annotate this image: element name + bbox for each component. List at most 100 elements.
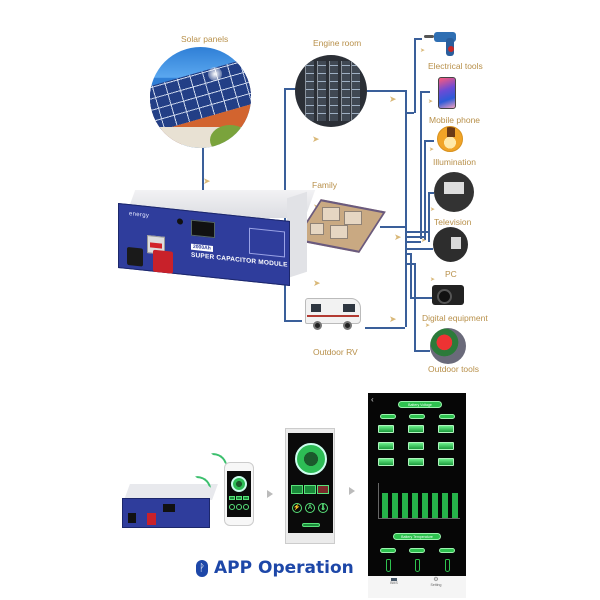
- super-capacitor-module-small: [122, 484, 218, 532]
- branch-pc: [405, 248, 433, 250]
- app-tab-bar: BMS ⚙ Setting: [368, 576, 466, 598]
- solar-panel-icon: [150, 47, 251, 148]
- chart-axis: [378, 483, 379, 518]
- battery-voltage-header: Battery Voltage: [398, 401, 442, 408]
- battery-cell: [378, 442, 394, 450]
- connector-to-rv: [284, 320, 302, 322]
- branch-outdoor-h: [414, 350, 430, 352]
- tab-setting-label: Setting: [430, 583, 442, 587]
- connector-family-out: [380, 226, 405, 228]
- device-label-pc: PC: [445, 269, 457, 279]
- app-battery-detail-screen: ‹ Battery Voltage Battery Temperature: [368, 393, 466, 583]
- chart-bar: [442, 493, 448, 518]
- battery-cell: [438, 442, 454, 450]
- reading-box: [317, 485, 329, 494]
- battery-icon: [391, 578, 397, 581]
- battery-cell: [408, 458, 424, 466]
- flow-arrow-icon: ➤: [389, 314, 397, 324]
- lamp-icon: [437, 126, 463, 152]
- branch-lamp-h: [424, 140, 434, 142]
- battery-cell: [408, 425, 424, 433]
- outdoor-tools-icon: [430, 328, 466, 364]
- solar-panels-label: Solar panels: [181, 34, 229, 44]
- chart-bar: [402, 493, 408, 518]
- voltage-button-icon[interactable]: ⚡: [292, 503, 302, 513]
- thermometer-icon: [445, 559, 450, 572]
- branch-lamp-v: [424, 140, 426, 240]
- knob-icon: [177, 218, 183, 225]
- flow-arrow-icon: ➤: [430, 207, 436, 213]
- gear-icon: ⚙: [433, 577, 439, 583]
- next-arrow-icon: [349, 487, 355, 495]
- model-badge: 2000Ah: [191, 243, 213, 252]
- chart-bar: [452, 493, 458, 518]
- rv-vehicle-icon: [303, 290, 365, 332]
- branch-camera-v: [410, 253, 412, 297]
- current-button[interactable]: A: [305, 503, 315, 513]
- device-label-illumination: Illumination: [433, 157, 476, 167]
- camera-icon: [432, 280, 464, 306]
- device-label-television: Television: [434, 217, 472, 227]
- tab-setting[interactable]: ⚙ Setting: [428, 577, 444, 587]
- scenario-label-engine-room: Engine room: [313, 38, 362, 48]
- device-label-outdoor-tools: Outdoor tools: [428, 364, 480, 374]
- back-chevron-icon[interactable]: ‹: [371, 395, 374, 404]
- television-icon: [434, 172, 474, 212]
- branch-tv-h: [428, 192, 434, 194]
- positive-terminal-icon: [153, 249, 173, 274]
- stat-pill: [409, 414, 425, 419]
- branch-phone-v: [420, 91, 422, 239]
- flow-arrow-icon: ➤: [313, 278, 321, 288]
- tab-bms[interactable]: BMS: [386, 578, 402, 585]
- branch-tools: [405, 112, 414, 114]
- branch-phone-h: [420, 91, 430, 93]
- flow-arrow-icon: ➤: [425, 323, 431, 329]
- flow-arrow-icon: ➤: [421, 238, 427, 244]
- scenario-label-outdoor-rv: Outdoor RV: [313, 347, 358, 357]
- next-arrow-icon: [267, 490, 273, 498]
- scenario-label-family: Family: [312, 180, 338, 190]
- device-label-digital-equipment: Digital equipment: [422, 313, 488, 323]
- connector-rv-out: [365, 327, 405, 329]
- thermometer-icon: [386, 559, 391, 572]
- flow-arrow-icon: ➤: [429, 147, 435, 153]
- super-capacitor-module: energy 2000Ah SUPER CAPACITOR MODULE: [115, 190, 316, 290]
- device-label-electrical-tools: Electrical tools: [428, 61, 483, 71]
- battery-temperature-header: Battery Temperature: [393, 533, 441, 540]
- chart-bar: [422, 493, 428, 518]
- connect-button[interactable]: [302, 523, 320, 527]
- battery-cell: [378, 458, 394, 466]
- reading-box: [291, 485, 303, 494]
- smartphone-app-preview: [224, 462, 254, 526]
- drill-icon: [424, 28, 460, 58]
- branch-camera-h: [410, 297, 432, 299]
- battery-cell: [438, 458, 454, 466]
- battery-cell: [378, 425, 394, 433]
- stat-pill: [439, 414, 455, 419]
- stat-pill: [439, 548, 455, 553]
- branch-tools-h: [414, 38, 422, 40]
- gauge-icon: [295, 443, 327, 475]
- app-operation-heading: ᚹ APP Operation: [196, 558, 354, 578]
- house-floorplan-icon: [294, 195, 386, 255]
- connector-devices-trunk: [405, 90, 407, 327]
- stat-pill: [409, 548, 425, 553]
- app-operation-title: APP Operation: [214, 558, 354, 578]
- temperature-button-icon[interactable]: 🌡: [318, 503, 328, 513]
- branch-outdoor-top: [405, 263, 415, 265]
- branch-camera-top: [405, 253, 411, 255]
- flow-arrow-icon: ➤: [394, 232, 402, 242]
- tab-bms-label: BMS: [390, 581, 398, 585]
- connector-solar-to-hub: [202, 148, 204, 194]
- chart-bar: [392, 493, 398, 518]
- battery-cell: [438, 425, 454, 433]
- connector-engine-out: [367, 90, 405, 92]
- reading-box: [304, 485, 316, 494]
- negative-terminal-icon: [127, 246, 143, 267]
- smartphone-icon: [438, 77, 456, 109]
- branch-outdoor-v: [414, 263, 416, 350]
- stat-pill: [380, 548, 396, 553]
- device-brand: energy: [129, 211, 150, 220]
- flow-arrow-icon: ➤: [203, 176, 211, 186]
- chart-axis: [378, 518, 460, 519]
